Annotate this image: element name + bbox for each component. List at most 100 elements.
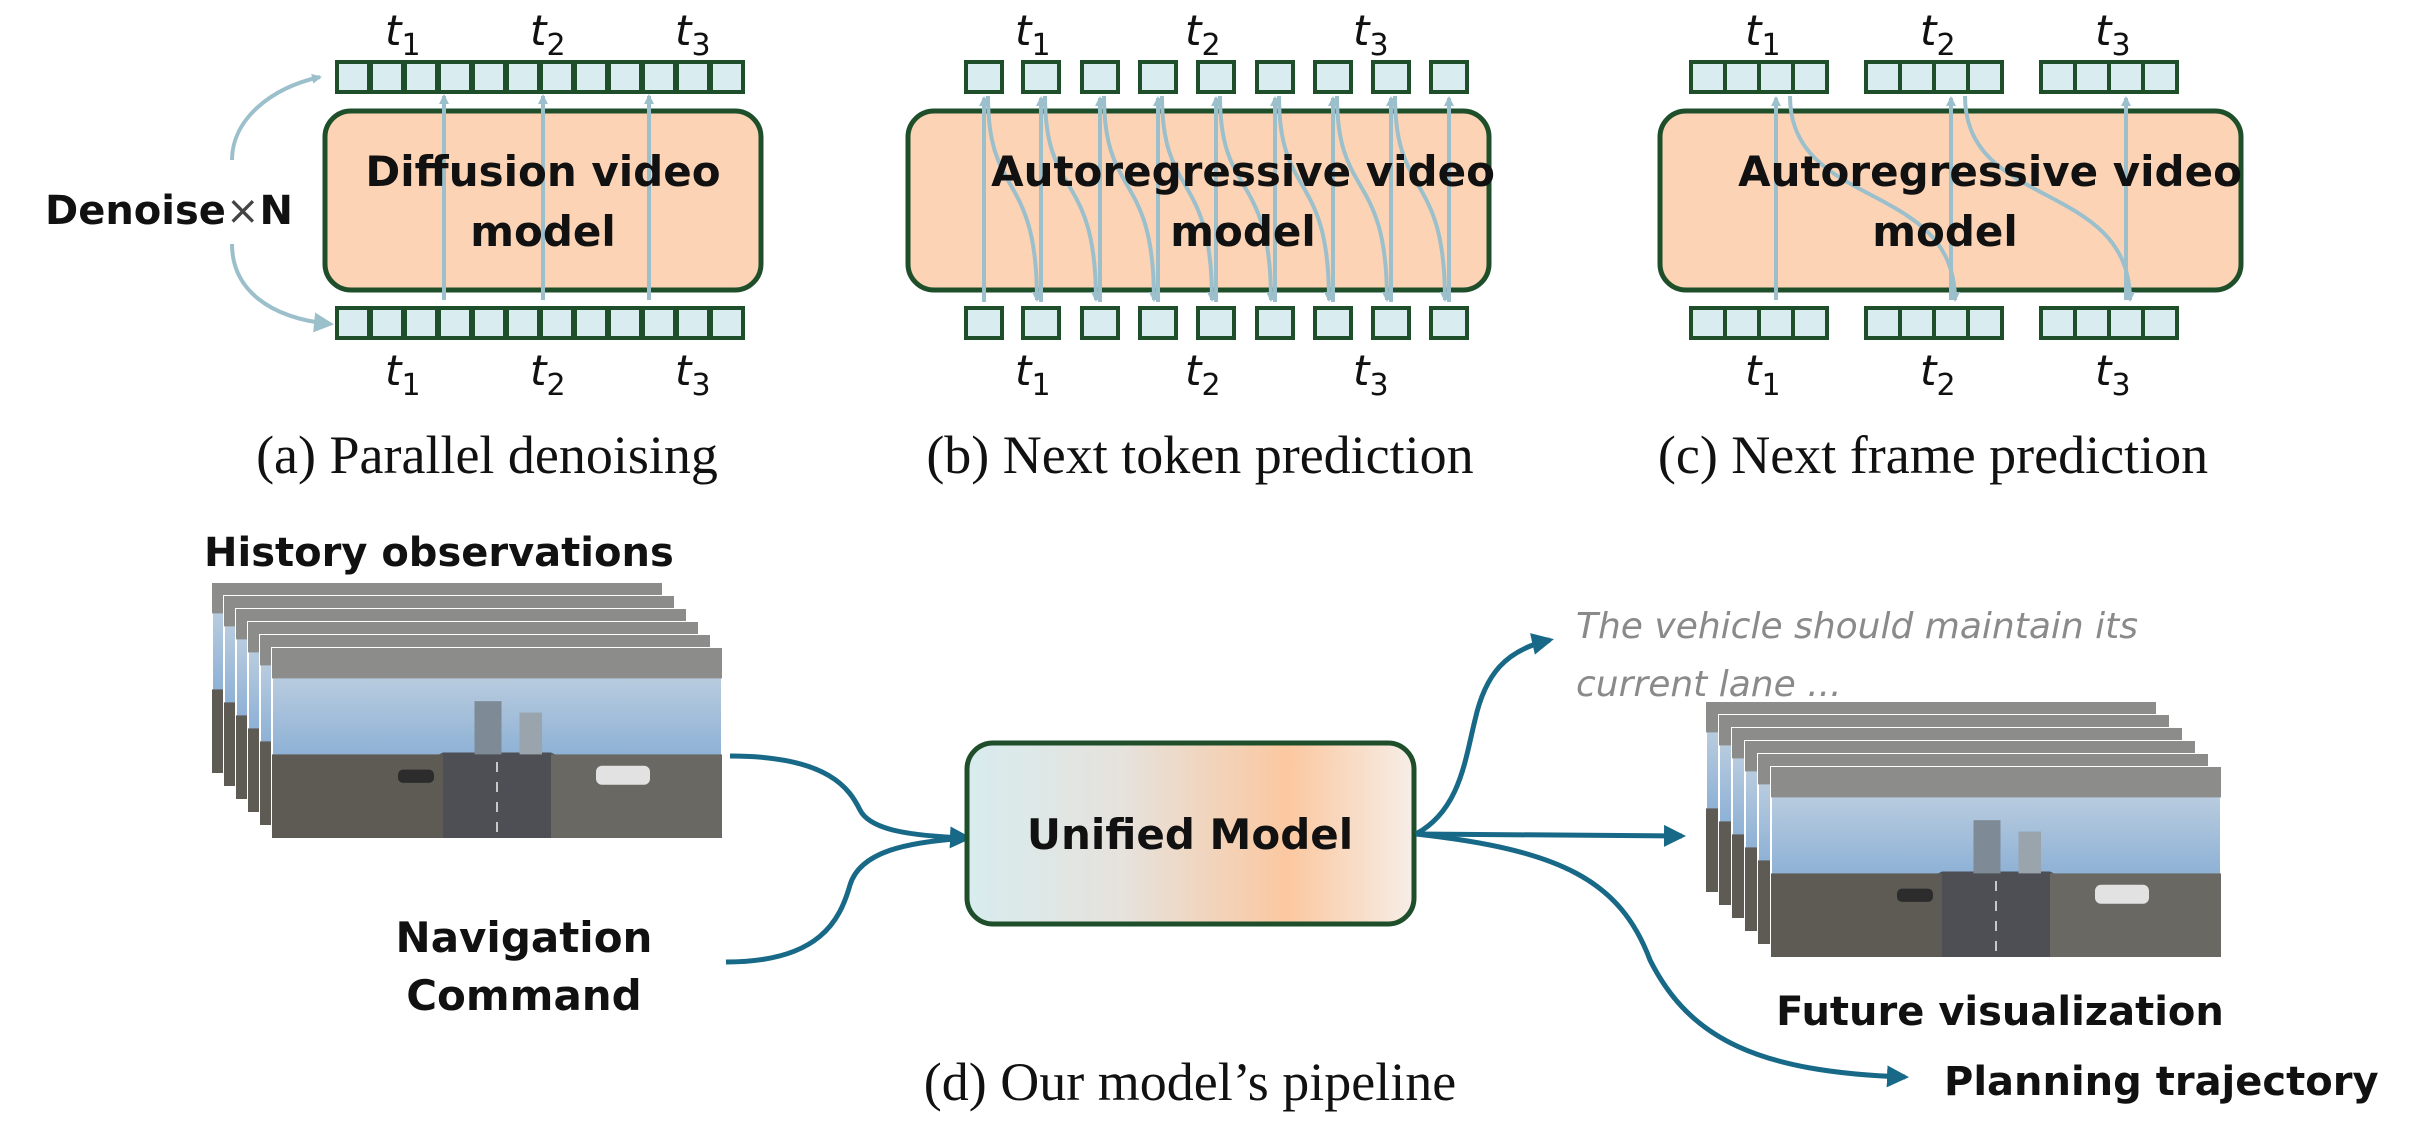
time-label: t2: [530, 6, 566, 63]
token-cell: [709, 60, 745, 94]
unified-model-label: Unified Model: [1027, 810, 1353, 859]
panel-d: History observations Navigation Command …: [204, 530, 2379, 1112]
diffusion-model-line1: Diffusion video: [365, 147, 720, 196]
future-frame: [1770, 766, 2222, 958]
token-cell: [1429, 306, 1469, 340]
top-token-row: [1689, 60, 2179, 94]
time-label: t3: [2095, 346, 2131, 403]
denoise-label: Denoise×N: [45, 188, 293, 234]
caption-c: (c) Next frame prediction: [1658, 425, 2208, 485]
history-frame: [271, 647, 723, 839]
bottom-time-labels: t1 t2 t3: [1745, 346, 2131, 403]
text-output-arrow: [1414, 633, 1554, 837]
token-cell: [675, 306, 711, 340]
denoise-loop-arrow-top: [230, 73, 322, 161]
caption-a: (a) Parallel denoising: [256, 425, 718, 485]
flow-arrow: [1277, 95, 1334, 302]
token-cell: [505, 306, 541, 340]
flow-arrow: [1218, 95, 1276, 302]
future-frame-stack: [1705, 701, 2222, 958]
token-cell: [505, 60, 541, 94]
time-label: t2: [1185, 6, 1221, 63]
time-label: t1: [385, 6, 421, 63]
navigation-line1: Navigation: [396, 913, 653, 962]
time-label: t2: [1920, 346, 1956, 403]
token-cell: [1255, 306, 1295, 340]
flow-arrow: [1102, 95, 1159, 302]
token-cell: [964, 60, 1004, 94]
visualization-output-arrow: [1415, 824, 1686, 847]
navigation-line2: Command: [406, 971, 642, 1020]
flow-arrow: [1393, 95, 1450, 302]
ar-token-model-line1: Autoregressive video: [991, 147, 1495, 196]
time-label: t1: [385, 346, 421, 403]
time-label: t1: [1745, 6, 1781, 63]
token-cell: [1313, 306, 1353, 340]
token-cell: [1196, 306, 1236, 340]
ar-frame-model-line1: Autoregressive video: [1738, 147, 2242, 196]
time-label: t1: [1745, 346, 1781, 403]
token-cell: [1371, 306, 1411, 340]
time-label: t3: [675, 346, 711, 403]
autoregressive-token-model-box: [905, 108, 1492, 293]
flow-arrow: [1160, 95, 1217, 302]
token-cell: [403, 306, 439, 340]
token-cell: [1021, 60, 1061, 94]
bottom-token-row: [1689, 306, 2179, 340]
text-output-line2: current lane ...: [1576, 664, 1842, 705]
history-to-model-arrow: [729, 753, 972, 849]
time-label: t1: [1015, 346, 1051, 403]
ar-token-model-line2: model: [1170, 207, 1316, 256]
caption-d: (d) Our model’s pipeline: [924, 1052, 1456, 1112]
time-label: t2: [1185, 346, 1221, 403]
flow-arrow: [1963, 95, 2135, 302]
bottom-token-row: [964, 306, 1469, 340]
time-label: t3: [675, 6, 711, 63]
history-observations-label: History observations: [204, 530, 674, 576]
token-cell: [539, 306, 575, 340]
navigation-to-model-arrow: [725, 835, 969, 965]
token-cell: [403, 60, 439, 94]
token-cell: [539, 60, 575, 94]
planning-trajectory-label: Planning trajectory: [1944, 1059, 2379, 1105]
next-token-arrows: [979, 95, 1454, 302]
token-cell: [335, 306, 371, 340]
planning-output-arrow: [1415, 831, 1909, 1088]
token-cell: [1138, 60, 1178, 94]
token-cell: [471, 306, 507, 340]
flow-arrow: [1788, 95, 1960, 302]
token-cell: [471, 60, 507, 94]
token-cell: [1371, 60, 1411, 94]
flow-arrow: [986, 95, 1042, 302]
flow-arrow: [1043, 95, 1101, 302]
denoise-loop-arrow-bottom: [230, 243, 334, 333]
top-token-row: [335, 60, 745, 94]
token-cell: [335, 60, 371, 94]
next-frame-arrows: [1771, 95, 2135, 302]
token-cell: [607, 306, 643, 340]
time-label: t1: [1015, 6, 1051, 63]
token-cell: [641, 306, 677, 340]
top-token-row: [964, 60, 1469, 94]
ar-frame-model-line2: model: [1872, 207, 2018, 256]
caption-b: (b) Next token prediction: [926, 425, 1473, 485]
history-frame-stack: [211, 582, 723, 839]
token-cell: [1196, 60, 1236, 94]
token-cell: [964, 306, 1004, 340]
token-cell: [641, 60, 677, 94]
token-cell: [607, 60, 643, 94]
token-cell: [1021, 306, 1061, 340]
time-label: t3: [2095, 6, 2131, 63]
diffusion-model-line2: model: [470, 207, 616, 256]
token-cell: [369, 306, 405, 340]
token-cell: [437, 306, 473, 340]
token-cell: [675, 60, 711, 94]
token-cell: [1138, 306, 1178, 340]
token-cell: [709, 306, 745, 340]
